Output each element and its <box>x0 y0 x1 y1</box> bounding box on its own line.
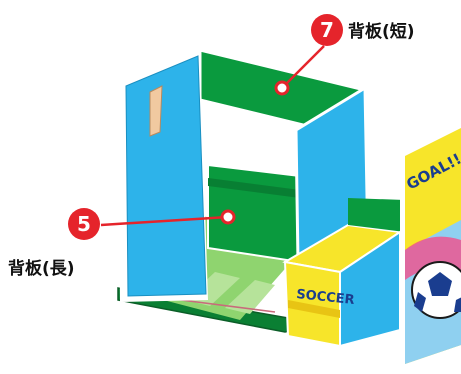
small-box: SOCCER <box>282 198 405 348</box>
callout-5: 5 背板(長) <box>8 208 236 279</box>
side-panel-left <box>118 48 208 302</box>
callout-7-number: 7 <box>320 18 334 42</box>
badge-5 <box>68 208 100 240</box>
callout-5-number: 5 <box>77 212 91 236</box>
callout-7: 7 背板(短) <box>274 14 415 96</box>
soccer-box-text: SOCCER <box>296 287 356 308</box>
badge-7 <box>311 14 343 46</box>
callout-5-label: 背板(長) <box>8 258 75 279</box>
callout-7-label: 背板(短) <box>348 21 415 42</box>
decorated-panel-right: GOAL!! <box>400 120 461 372</box>
